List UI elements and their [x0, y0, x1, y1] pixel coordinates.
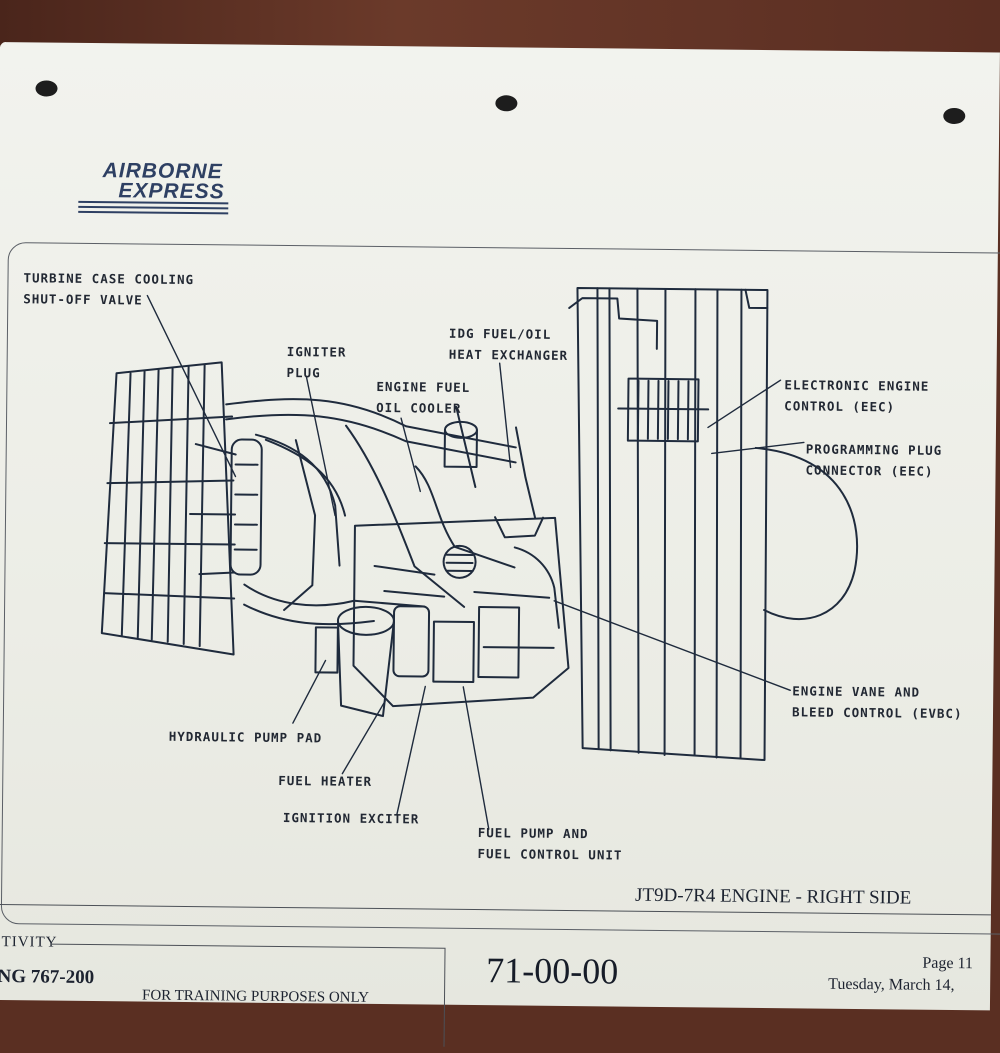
- leader-lines: [146, 294, 805, 830]
- fan-case-section: [568, 287, 769, 762]
- turbine-section: [100, 361, 263, 656]
- engine-diagram: [100, 287, 859, 830]
- pipe-network: [189, 398, 537, 626]
- label-programming-plug: PROGRAMMING PLUG CONNECTOR (EEC): [805, 441, 943, 479]
- figure-caption: JT9D-7R4 ENGINE - RIGHT SIDE: [634, 884, 912, 909]
- activity-label: CTIVITY: [0, 933, 58, 951]
- nose-cone: [754, 446, 859, 620]
- label-hydraulic-pump-pad: HYDRAULIC PUMP PAD: [168, 728, 323, 746]
- label-evbc: ENGINE VANE AND BLEED CONTROL (EVBC): [791, 683, 963, 722]
- gearbox-accessories: [314, 420, 570, 718]
- label-igniter-plug: IGNITER PLUG: [286, 344, 347, 381]
- page-date: Tuesday, March 14,: [828, 975, 955, 995]
- label-fuel-heater: FUEL HEATER: [278, 772, 373, 789]
- page-number: Page 11: [922, 954, 974, 973]
- label-eec: ELECTRONIC ENGINE CONTROL (EEC): [784, 377, 930, 415]
- aircraft-model: ING 767-200: [0, 965, 95, 989]
- manual-page: AIRBORNE EXPRESS: [0, 42, 1000, 1047]
- training-notice: FOR TRAINING PURPOSES ONLY: [141, 987, 370, 1006]
- label-engine-fuel-oil-cooler: ENGINE FUEL OIL COOLER: [376, 378, 471, 416]
- section-number: 71-00-00: [486, 950, 619, 992]
- label-fuel-pump: FUEL PUMP AND FUEL CONTROL UNIT: [477, 825, 623, 863]
- eec-box: [617, 377, 710, 443]
- label-idg-heat-exchanger: IDG FUEL/OIL HEAT EXCHANGER: [448, 325, 569, 363]
- label-turbine-case-cooling: TURBINE CASE COOLING SHUT-OFF VALVE: [23, 270, 195, 308]
- label-ignition-exciter: IGNITION EXCITER: [282, 810, 420, 827]
